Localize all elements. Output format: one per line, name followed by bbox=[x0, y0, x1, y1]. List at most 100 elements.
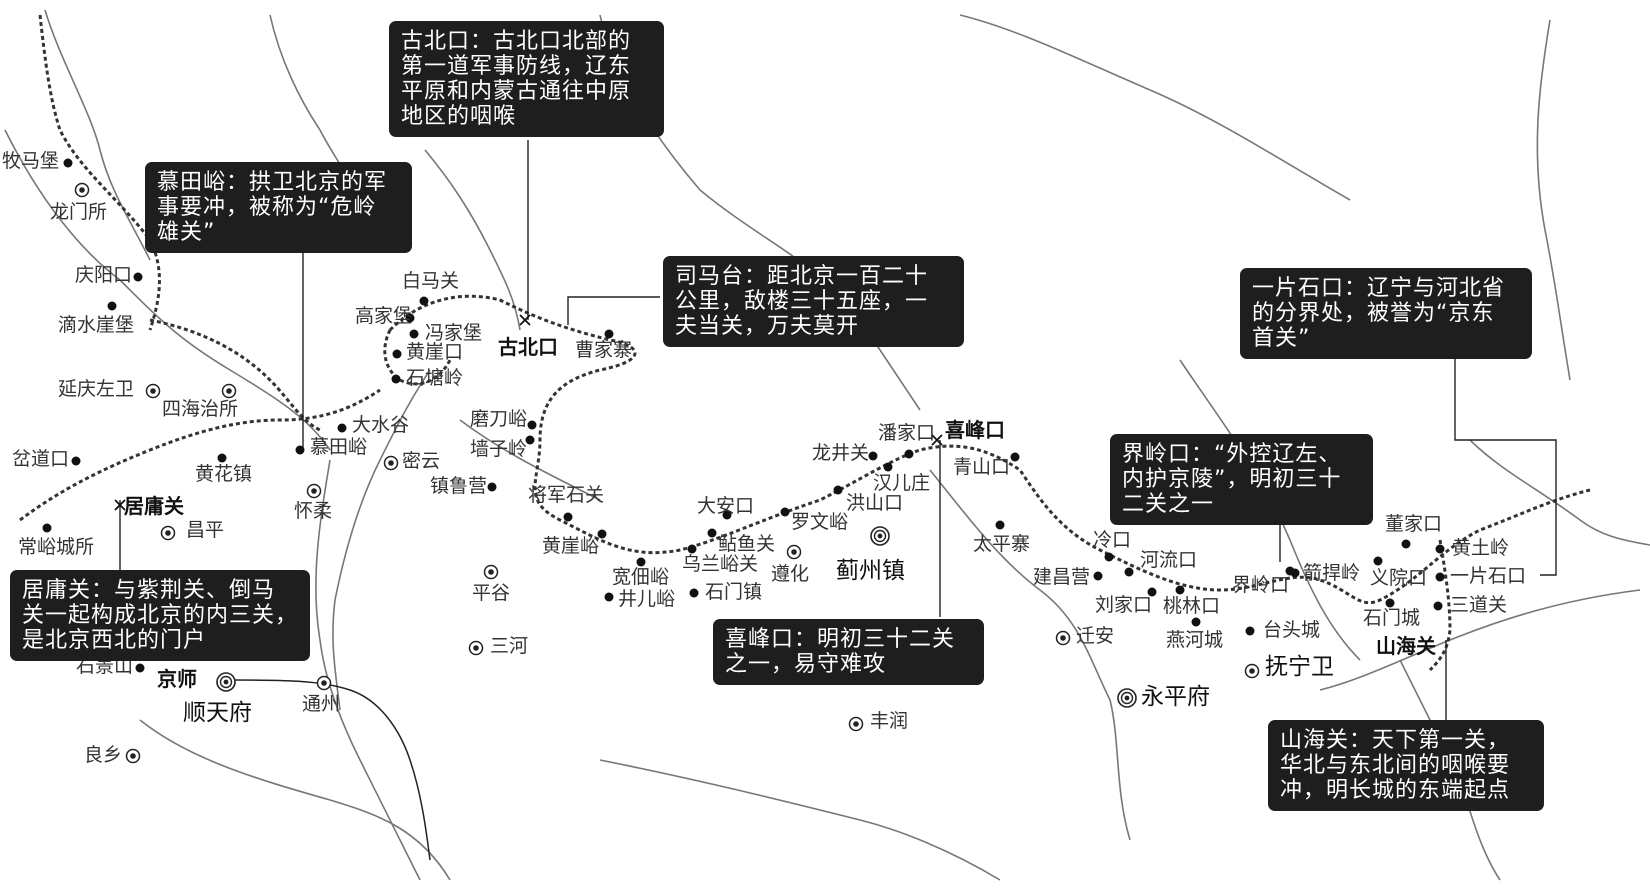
place-label-wulanyu: 乌兰峪关 bbox=[682, 553, 759, 575]
chadao-dot bbox=[71, 456, 81, 466]
shimenzhen-dot bbox=[689, 588, 699, 598]
leader-lines bbox=[119, 140, 1557, 722]
place-label-shimenzhen: 石门镇 bbox=[705, 581, 763, 603]
shimencheng-dot bbox=[1385, 598, 1395, 608]
modaoyu-dot bbox=[527, 420, 537, 430]
yongpingfu-capital-symbol bbox=[1117, 688, 1137, 708]
sihai-ring-symbol bbox=[221, 383, 237, 399]
place-label-zhenluying: 镇鲁营 bbox=[430, 475, 488, 497]
place-label-changyu: 常峪城所 bbox=[18, 536, 95, 558]
fengjiabu-dot bbox=[409, 329, 419, 339]
river-far-east bbox=[1536, 19, 1571, 381]
place-label-kuandianyu: 宽佃峪 bbox=[612, 566, 670, 588]
place-label-tongzhou: 通州 bbox=[302, 693, 341, 715]
river-miyun bbox=[332, 369, 431, 711]
place-label-huangyakou: 黄崖口 bbox=[406, 341, 464, 363]
callout-jieling: 界岭口：“外控辽左、 内护京陵”，明初三十 二关之一 bbox=[1110, 434, 1373, 525]
place-label-shanhaiguan: 山海关 bbox=[1376, 634, 1436, 658]
huangyakou-dot bbox=[392, 349, 402, 359]
longmen-ring-symbol bbox=[74, 182, 90, 198]
place-label-dajiankou: 大安口 bbox=[697, 495, 755, 517]
dashuigu-dot bbox=[337, 423, 347, 433]
xifengkou-pass-symbol bbox=[931, 434, 943, 446]
callout-xifeng: 喜峰口：明初三十二关 之一，易守难攻 bbox=[713, 619, 984, 685]
place-label-caojiazhai: 曹家寨 bbox=[575, 339, 633, 361]
jianhanling-dot bbox=[1290, 568, 1300, 578]
yipianshikou-dot bbox=[1435, 572, 1445, 582]
nianyuguan-dot bbox=[707, 528, 717, 538]
place-label-hongshankou: 洪山口 bbox=[846, 492, 904, 514]
jingeryu-dot bbox=[604, 592, 614, 602]
shijingshan-dot bbox=[135, 663, 145, 673]
panjiakou-dot bbox=[883, 462, 893, 472]
hongshankou-dot bbox=[833, 485, 843, 495]
wall-inner bbox=[19, 388, 381, 522]
river-fengrun bbox=[599, 759, 1001, 881]
place-label-juyongguan: 居庸关 bbox=[124, 494, 184, 518]
place-label-jielingkou: 界岭口 bbox=[1232, 574, 1290, 596]
place-label-shimencheng: 石门城 bbox=[1363, 607, 1421, 629]
juyongguan-pass-symbol bbox=[114, 499, 126, 511]
place-label-qingyang: 庆阳口 bbox=[75, 264, 133, 286]
place-label-taolinkou: 桃林口 bbox=[1163, 595, 1221, 617]
river-far-north bbox=[959, 14, 1351, 201]
place-label-huangyayu: 黄崖峪 bbox=[542, 535, 600, 557]
wulanyu-dot bbox=[687, 544, 697, 554]
yiyuankou-dot bbox=[1373, 556, 1383, 566]
river-luan bbox=[929, 469, 1131, 841]
river-east-1 bbox=[1179, 359, 1361, 661]
dongjiakou-dot bbox=[1401, 539, 1411, 549]
huanghua-dot bbox=[217, 453, 227, 463]
rivers bbox=[4, 9, 1650, 881]
place-label-huairou: 怀柔 bbox=[294, 500, 333, 522]
place-label-luowenyu: 罗文峪 bbox=[791, 511, 849, 533]
place-label-yanhecheng: 燕河城 bbox=[1166, 629, 1224, 651]
place-label-yanqing: 延庆左卫 bbox=[58, 378, 135, 400]
callout-shanhai: 山海关：天下第一关， 华北与东北间的咽喉要 冲，明长城的东端起点 bbox=[1268, 720, 1544, 811]
place-label-lengkou: 冷口 bbox=[1093, 529, 1132, 551]
place-label-jingshi: 京师 bbox=[157, 667, 197, 691]
place-label-xifengkou: 喜峰口 bbox=[945, 418, 1005, 442]
changyu-dot bbox=[42, 523, 52, 533]
baimaguan-dot bbox=[419, 296, 429, 306]
wall-west-vertical bbox=[38, 14, 161, 331]
place-label-modaoyu: 磨刀峪 bbox=[470, 408, 528, 430]
place-label-muma: 牧马堡 bbox=[2, 150, 60, 172]
luowenyu-dot bbox=[780, 507, 790, 517]
place-label-qingshankou: 青山口 bbox=[953, 456, 1011, 478]
liangxiang-ring-symbol bbox=[125, 748, 141, 764]
place-label-longmen: 龙门所 bbox=[50, 201, 108, 223]
wall-loop-huangya bbox=[383, 329, 452, 386]
callout-juyong: 居庸关：与紫荆关、倒马 关一起构成北京的内三关， 是北京西北的门户 bbox=[10, 570, 310, 661]
callout-simatai: 司马台：距北京一百二十 公里，敌楼三十五座，一 夫当关，万夫莫开 bbox=[663, 256, 964, 347]
gubeikou-pass-symbol bbox=[519, 314, 531, 326]
place-label-heliukou: 河流口 bbox=[1140, 549, 1198, 571]
pinggu-ring-symbol bbox=[483, 564, 499, 580]
great-wall bbox=[19, 14, 1591, 672]
muma-dot bbox=[63, 158, 73, 168]
place-label-taitoucheng: 台头城 bbox=[1263, 619, 1321, 641]
sandaoguan-dot bbox=[1433, 601, 1443, 611]
callout-gubeikou: 古北口：古北口北部的 第一道军事防线，辽东 平原和内蒙古通往中原 地区的咽喉 bbox=[389, 21, 664, 137]
place-label-dashuigu: 大水谷 bbox=[352, 414, 410, 436]
river-east-2 bbox=[1469, 439, 1650, 546]
place-label-sanhe: 三河 bbox=[490, 635, 529, 657]
place-symbols bbox=[42, 158, 1445, 764]
place-label-liujiakou: 刘家口 bbox=[1095, 594, 1153, 616]
place-label-miyun: 密云 bbox=[402, 450, 441, 472]
shitangling-dot bbox=[391, 374, 401, 384]
leader-simatai bbox=[567, 296, 660, 325]
place-label-nianyuguan: 鲇鱼关 bbox=[718, 533, 776, 555]
zunhua-ring-symbol bbox=[786, 544, 802, 560]
zhenluying-dot bbox=[487, 482, 497, 492]
place-label-shunfu: 顺天府 bbox=[183, 700, 252, 726]
place-label-gubeikou: 古北口 bbox=[498, 335, 558, 359]
place-label-jianchangying: 建昌营 bbox=[1033, 566, 1091, 588]
funingwei-ring-symbol bbox=[1244, 663, 1260, 679]
place-label-dongjiakou: 董家口 bbox=[1385, 513, 1443, 535]
qingshankou-dot bbox=[1010, 452, 1020, 462]
place-label-baimaguan: 白马关 bbox=[402, 270, 460, 292]
place-label-sandaoguan: 三道关 bbox=[1450, 594, 1508, 616]
place-label-liangxiang: 良乡 bbox=[84, 744, 123, 766]
